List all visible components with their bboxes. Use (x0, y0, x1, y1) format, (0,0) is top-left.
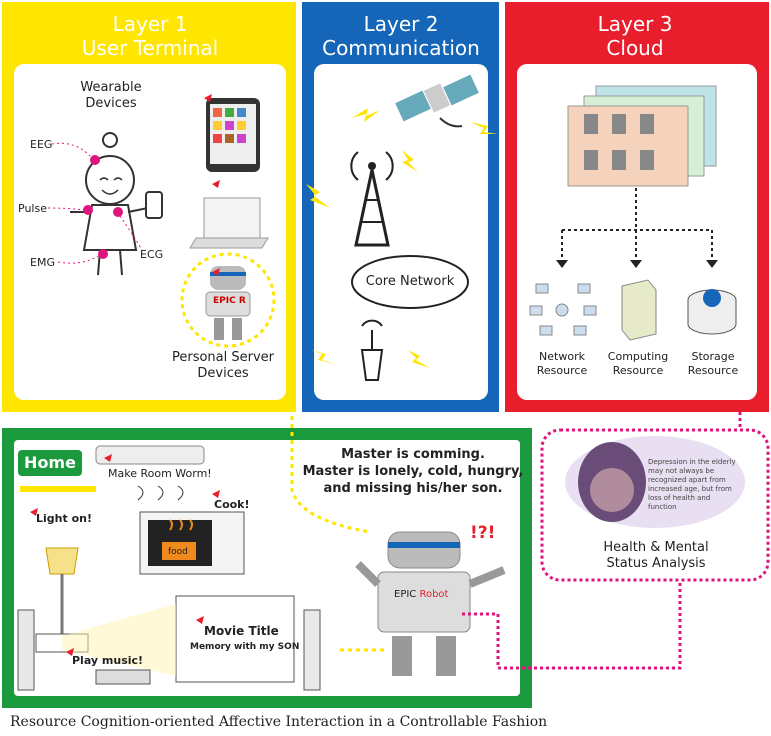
master-line2: Master is lonely, cold, hungry, (302, 464, 524, 479)
movie-title-label: Movie Title (204, 624, 279, 638)
elder-photo (565, 436, 745, 528)
tablet-icon (206, 98, 260, 172)
dashed-robot-connector (290, 320, 371, 534)
layer2-title-line2: Communication (322, 36, 480, 60)
network-resource-label-line2: Resource (536, 364, 588, 377)
core-network-cloud (351, 255, 469, 309)
cook-label: Cook! (214, 498, 250, 511)
personal-server-label-line1: Personal Server (171, 350, 275, 365)
master-line1: Master is comming. (341, 447, 485, 462)
robot-robot-text: Robot (419, 589, 449, 600)
personal-server-label: Personal Server Devices (160, 350, 286, 382)
network-resource-icon (529, 283, 597, 336)
cloud-server-stack-icon (567, 85, 717, 187)
storage-resource-label: Storage Resource (680, 350, 746, 378)
health-analysis-label: Health & Mental Status Analysis (556, 540, 756, 572)
figure-caption: Resource Cognition-oriented Affective In… (10, 714, 548, 730)
microwave-icon (139, 511, 245, 575)
computing-resource-icon (621, 279, 657, 341)
emg-label: EMG (30, 256, 55, 269)
ecg-label: ECG (140, 248, 164, 261)
layer2-title-line1: Layer 2 (363, 12, 439, 36)
router-icon (360, 319, 384, 381)
exclaim-label: !?! (470, 523, 496, 543)
movie-sub-label: Memory with my SON (190, 642, 300, 652)
network-resource-label-line1: Network (539, 350, 585, 363)
wearable-label-line2: Devices (85, 96, 137, 111)
home-robot-icon (355, 531, 506, 676)
laptop-icon (189, 197, 269, 249)
layer3-title: Layer 3 Cloud (560, 12, 710, 60)
projector-screen-icon (62, 595, 295, 683)
layer2-title: Layer 2 Communication (316, 12, 486, 60)
resource-arrowheads (556, 260, 718, 268)
master-status-text: Master is comming. Master is lonely, col… (300, 446, 526, 497)
health-analysis-label-line2: Status Analysis (606, 556, 706, 571)
food-label: food (168, 547, 188, 557)
audio-player-icon (95, 669, 151, 685)
layer1-title-line2: User Terminal (81, 36, 219, 60)
layer1-title: Layer 1 User Terminal (60, 12, 240, 60)
layer3-title-line2: Cloud (606, 36, 664, 60)
eeg-label: EEG (30, 138, 53, 151)
lightning-icons (306, 108, 498, 368)
storage-resource-label-line2: Resource (687, 364, 739, 377)
ceiling-light-icon (20, 486, 96, 492)
cloud-resource-links (561, 188, 713, 262)
personal-robot-tag: EPIC R (213, 296, 246, 306)
pulse-label: Pulse (18, 202, 47, 215)
health-analysis-label-line1: Health & Mental (603, 540, 709, 555)
computing-resource-label-line2: Resource (612, 364, 664, 377)
speaker-icon-right (303, 609, 321, 691)
make-room-label: Make Room Worm! (108, 467, 212, 480)
computing-resource-label-line1: Computing (607, 350, 669, 363)
home-title: Home (18, 450, 82, 476)
personal-server-label-line2: Devices (197, 366, 249, 381)
layer1-title-line1: Layer 1 (112, 12, 188, 36)
master-line3: and missing his/her son. (323, 481, 503, 496)
magenta-connector (462, 580, 682, 670)
light-on-label: Light on! (36, 512, 92, 525)
robot-epic-text: EPIC (394, 589, 417, 600)
air-conditioner-icon (95, 445, 205, 501)
elder-photo-text: Depression in the elderly may not always… (648, 458, 736, 511)
wearable-user-icon (47, 132, 163, 276)
layer3-title-line1: Layer 3 (597, 12, 673, 36)
wearable-label-line1: Wearable (80, 80, 142, 95)
speaker-icon-left (17, 609, 35, 691)
core-network-label: Core Network (365, 274, 455, 289)
layer2-inner (314, 64, 488, 400)
network-resource-label: Network Resource (528, 350, 596, 378)
storage-resource-icon (687, 289, 737, 335)
home-robot-tag: EPIC Robot (394, 588, 448, 602)
wearable-label: Wearable Devices (66, 80, 156, 112)
play-music-label: Play music! (72, 654, 144, 667)
satellite-icon (395, 74, 479, 128)
storage-resource-label-line1: Storage (691, 350, 735, 363)
cell-tower-icon (350, 151, 394, 247)
alert-markers (30, 94, 220, 656)
computing-resource-label: Computing Resource (604, 350, 672, 378)
